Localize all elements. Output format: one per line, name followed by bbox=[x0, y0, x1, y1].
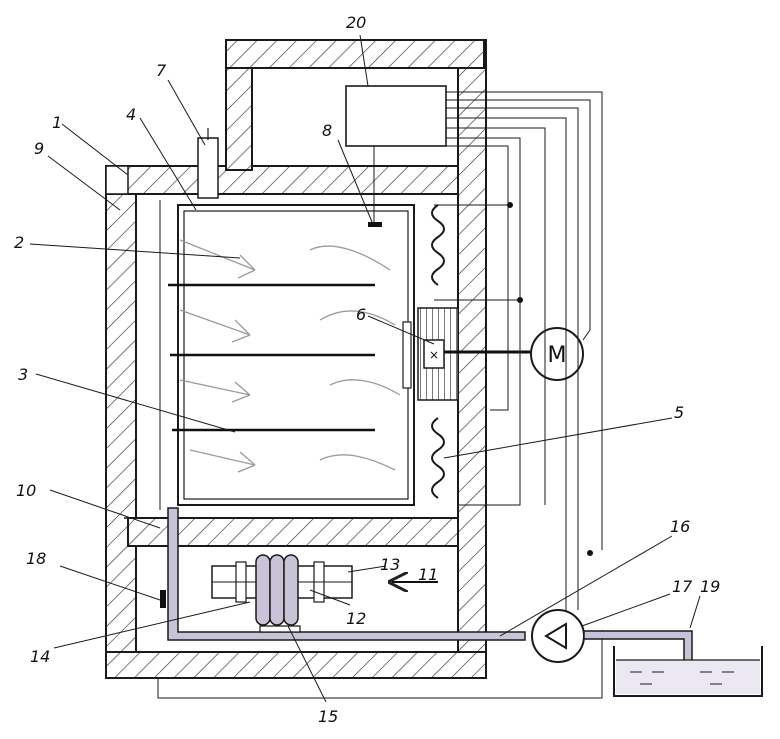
heater-lower bbox=[432, 418, 444, 498]
housing-bottom-wall bbox=[106, 652, 486, 678]
label-3: 3 bbox=[18, 365, 28, 384]
heater-upper bbox=[432, 205, 444, 285]
svg-text:×: × bbox=[429, 348, 439, 362]
label-17: 17 bbox=[672, 577, 693, 596]
cooling-coil bbox=[256, 555, 298, 625]
label-1: 1 bbox=[52, 113, 62, 132]
label-6: 6 bbox=[356, 305, 366, 324]
label-16: 16 bbox=[670, 517, 690, 536]
label-8: 8 bbox=[322, 121, 332, 140]
label-11: 11 bbox=[418, 565, 438, 584]
label-19: 19 bbox=[700, 577, 720, 596]
label-14: 14 bbox=[30, 647, 50, 666]
label-12: 12 bbox=[346, 609, 366, 628]
housing-right-wall bbox=[458, 40, 486, 678]
control-box-top-wall bbox=[226, 40, 484, 68]
housing-left-wall bbox=[106, 170, 136, 678]
label-20: 20 bbox=[346, 13, 366, 32]
label-5: 5 bbox=[674, 403, 684, 422]
label-4: 4 bbox=[126, 105, 136, 124]
corner-block bbox=[106, 166, 128, 194]
vent-pipe bbox=[198, 138, 218, 198]
housing-top-wall bbox=[106, 166, 460, 194]
tank-water bbox=[616, 660, 760, 694]
level-sensor bbox=[160, 590, 166, 608]
sensor bbox=[368, 222, 382, 227]
label-10: 10 bbox=[16, 481, 36, 500]
motor-label: M bbox=[548, 343, 567, 368]
label-18: 18 bbox=[26, 549, 46, 568]
label-9: 9 bbox=[34, 139, 44, 158]
control-unit bbox=[346, 86, 446, 146]
label-2: 2 bbox=[14, 233, 24, 252]
label-7: 7 bbox=[156, 61, 167, 80]
label-15: 15 bbox=[318, 707, 338, 726]
label-13: 13 bbox=[380, 555, 400, 574]
